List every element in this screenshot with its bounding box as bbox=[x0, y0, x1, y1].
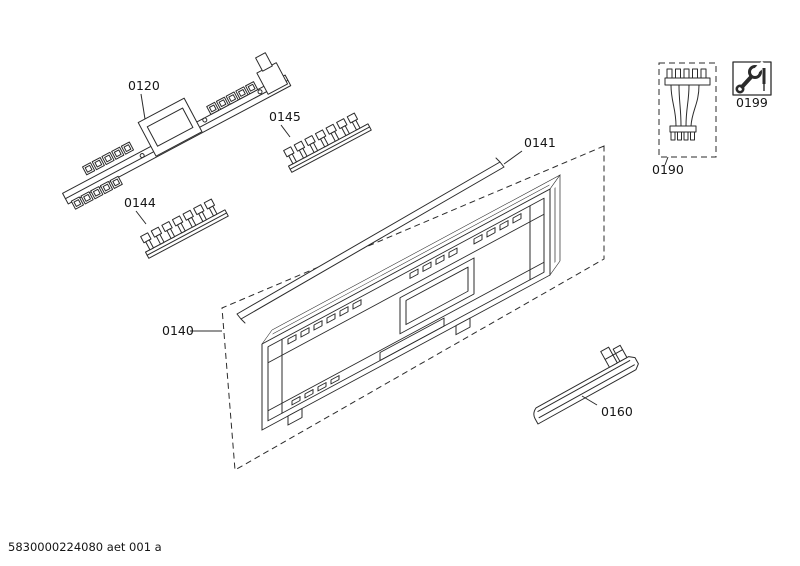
part-0145-button-strip bbox=[283, 112, 372, 173]
leader-0141 bbox=[503, 150, 523, 165]
key-cluster-lower bbox=[70, 175, 123, 210]
part-label-0160[interactable]: 0160 bbox=[601, 404, 633, 419]
part-label-0140[interactable]: 0140 bbox=[162, 323, 194, 338]
part-label-0144[interactable]: 0144 bbox=[124, 195, 156, 210]
panel-foot-left bbox=[287, 407, 303, 426]
part-label-0199[interactable]: 0199 bbox=[736, 95, 768, 110]
tool-box bbox=[732, 61, 772, 96]
leader-0144 bbox=[135, 210, 147, 225]
document-reference: 5830000224080 aet 001 a bbox=[8, 540, 162, 554]
part-label-0120[interactable]: 0120 bbox=[128, 78, 160, 93]
part-0160-door-handle bbox=[533, 344, 639, 425]
lower-detail bbox=[291, 317, 445, 406]
leader-0190 bbox=[664, 156, 669, 166]
button-slots bbox=[287, 213, 522, 345]
assembly-boundary-0140 bbox=[221, 145, 605, 471]
leader-0145 bbox=[280, 124, 291, 138]
part-0190-wiring-harness bbox=[658, 62, 717, 158]
panel-foot-right bbox=[455, 317, 471, 336]
key-cluster-upper bbox=[82, 141, 135, 176]
leader-0160 bbox=[581, 395, 598, 406]
part-0120-support-rail bbox=[62, 52, 292, 210]
harness-drawing bbox=[664, 68, 711, 141]
harness-box bbox=[658, 62, 717, 158]
centre-plate bbox=[137, 97, 203, 157]
part-label-0141[interactable]: 0141 bbox=[524, 135, 556, 150]
part-label-0145[interactable]: 0145 bbox=[269, 109, 301, 124]
display-window bbox=[399, 257, 475, 335]
panel-end-cap bbox=[549, 174, 561, 276]
panel-front-face bbox=[261, 188, 551, 431]
wrench-icon bbox=[735, 60, 767, 94]
handle-bracket bbox=[600, 344, 628, 368]
part-label-0190[interactable]: 0190 bbox=[652, 162, 684, 177]
part-0199-tool-symbol bbox=[732, 60, 772, 96]
part-0144-button-strip bbox=[140, 198, 229, 259]
leader-0120 bbox=[140, 93, 146, 120]
key-cluster-right bbox=[206, 81, 259, 115]
buttons bbox=[283, 112, 361, 165]
part-0140-control-panel bbox=[261, 174, 561, 431]
part-0141-trim-strip bbox=[236, 157, 505, 324]
buttons bbox=[140, 198, 218, 251]
